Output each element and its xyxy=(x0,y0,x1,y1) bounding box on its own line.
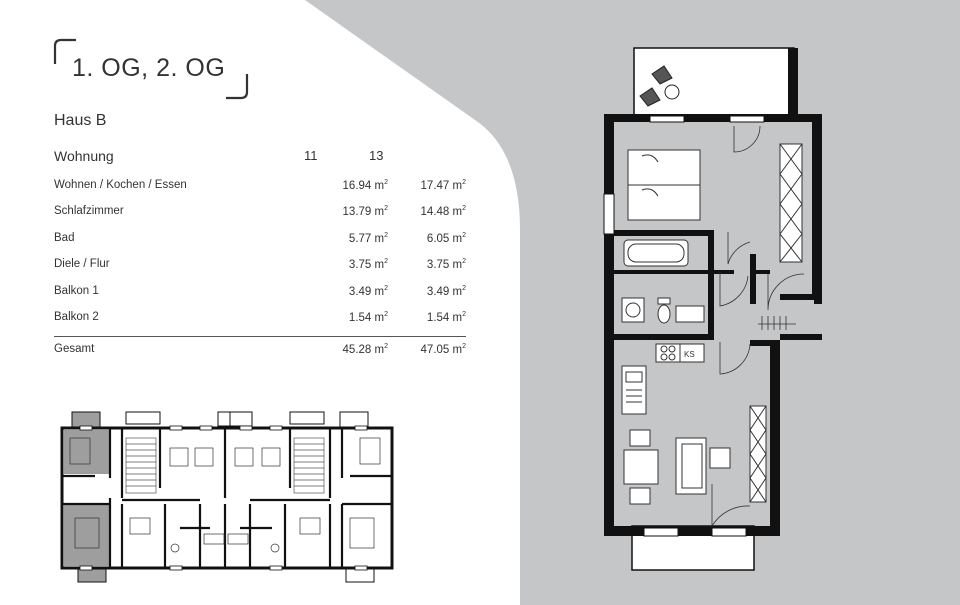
row-value-b: 1.54 m2 xyxy=(426,311,466,324)
table-row: Diele / Flur 3.75 m2 3.75 m2 xyxy=(54,252,466,279)
kitchen-label: KS xyxy=(684,350,695,359)
table-row: Schlafzimmer 13.79 m2 14.48 m2 xyxy=(54,199,466,226)
page-title: 1. OG, 2. OG xyxy=(72,54,226,82)
table-row: Bad 5.77 m2 6.05 m2 xyxy=(54,226,466,253)
row-value-b: 3.75 m2 xyxy=(426,258,466,271)
row-value-a: 3.75 m2 xyxy=(348,258,388,271)
table-row: Balkon 2 1.54 m2 1.54 m2 xyxy=(54,305,466,332)
row-label: Balkon 2 xyxy=(54,311,99,323)
title-block: 1. OG, 2. OG xyxy=(52,38,252,100)
table-row: Balkon 1 3.49 m2 3.49 m2 xyxy=(54,279,466,306)
table-total-row: Gesamt 45.28 m2 47.05 m2 xyxy=(54,337,466,363)
row-label: Wohnen / Kochen / Essen xyxy=(54,178,187,191)
row-value-b: 17.47 m2 xyxy=(420,178,466,192)
row-value-b: 6.05 m2 xyxy=(426,231,466,245)
row-value-a: 16.94 m2 xyxy=(342,178,388,192)
row-label: Bad xyxy=(54,231,75,244)
total-value-a: 45.28 m2 xyxy=(342,342,388,356)
corner-bracket-icon xyxy=(53,38,249,100)
row-value-a: 3.49 m2 xyxy=(348,284,388,298)
overview-floor-plan xyxy=(60,411,394,583)
row-label: Balkon 1 xyxy=(54,284,99,297)
row-value-a: 5.77 m2 xyxy=(348,231,388,245)
header-unit-b: 13 xyxy=(369,148,384,163)
unit-floor-plan: KS xyxy=(603,47,822,571)
row-value-a: 1.54 m2 xyxy=(348,311,388,324)
area-table: Wohnung 11 13 Wohnen / Kochen / Essen 16… xyxy=(54,146,466,363)
total-label: Gesamt xyxy=(54,342,95,355)
total-divider xyxy=(54,335,466,337)
table-row: Wohnen / Kochen / Essen 16.94 m2 17.47 m… xyxy=(54,173,466,200)
header-label: Wohnung xyxy=(54,148,114,164)
house-label: Haus B xyxy=(54,112,107,129)
header-unit-a: 11 xyxy=(304,148,318,163)
row-value-b: 3.49 m2 xyxy=(426,284,466,298)
row-label: Diele / Flur xyxy=(54,258,110,270)
total-value-b: 47.05 m2 xyxy=(420,342,466,356)
row-label: Schlafzimmer xyxy=(54,205,124,217)
table-header: Wohnung 11 13 xyxy=(54,146,466,173)
row-value-a: 13.79 m2 xyxy=(342,205,388,218)
row-value-b: 14.48 m2 xyxy=(420,205,466,218)
